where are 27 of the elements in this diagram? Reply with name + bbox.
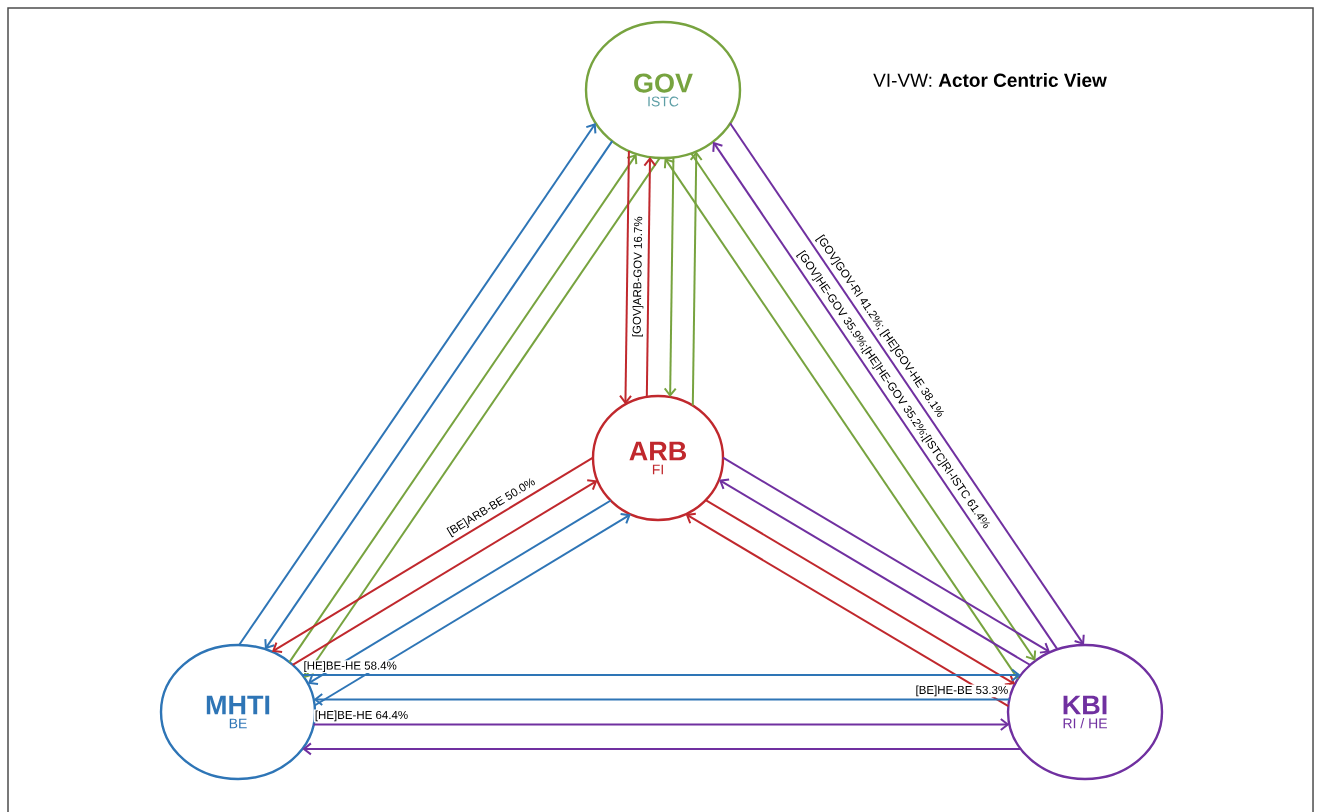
arrow bbox=[313, 693, 1011, 706]
edge-label: [HE]BE-HE 58.4% bbox=[302, 660, 398, 673]
arrow bbox=[685, 512, 1010, 708]
circle-node: ARB FI bbox=[591, 394, 725, 522]
arrow bbox=[718, 478, 1032, 666]
edge-label: [HE]BE-HE 64.4% bbox=[313, 709, 410, 723]
arrow bbox=[663, 156, 677, 398]
arrow bbox=[302, 742, 1022, 756]
edge-label: [BE]HE-BE 53.3% bbox=[914, 684, 1010, 698]
arrow bbox=[291, 479, 598, 666]
arrow bbox=[271, 456, 594, 654]
arrow bbox=[712, 141, 1059, 651]
arrow bbox=[722, 456, 1051, 654]
edge-label: [GOV]ARB-GOV 16.7% bbox=[631, 215, 646, 339]
arrow bbox=[643, 157, 657, 398]
title: VI-VW: Actor Centric View bbox=[873, 73, 1107, 87]
arrow bbox=[689, 151, 703, 407]
arrow bbox=[729, 122, 1085, 645]
arrow bbox=[663, 158, 1019, 680]
arrow bbox=[301, 668, 1021, 682]
arrow bbox=[690, 152, 1037, 661]
arrow bbox=[312, 718, 1010, 731]
arrow bbox=[619, 150, 633, 405]
arrow bbox=[307, 499, 612, 685]
arrow bbox=[313, 513, 631, 707]
circle-node: GOV ISTC bbox=[584, 20, 742, 160]
arrow bbox=[704, 499, 1015, 686]
